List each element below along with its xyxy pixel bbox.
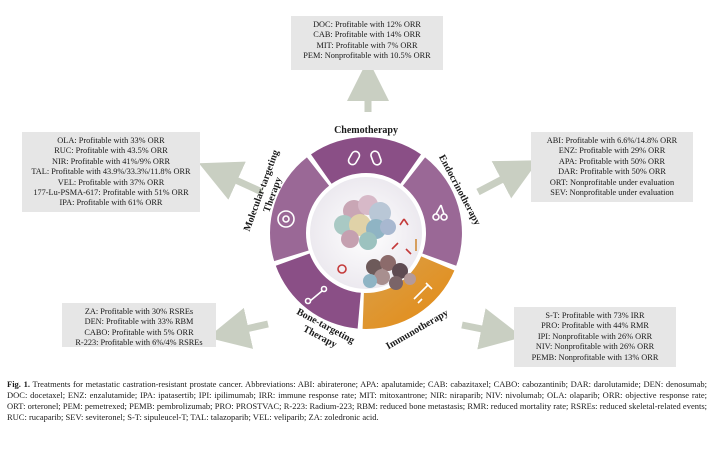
box-line: ZA: Profitable with 30% RSREs (84, 307, 194, 316)
caption-text: Treatments for metastatic castration-res… (7, 379, 707, 422)
box-line: NIR: Profitable with 41%/9% ORR (52, 156, 170, 166)
pill-icon-center (391, 242, 399, 250)
bone-icon (304, 285, 328, 305)
box-line: IPA: Profitable with 61% ORR (59, 198, 163, 208)
segment-immunotherapy (362, 256, 455, 329)
scissors-icon (432, 204, 448, 221)
box-line: CABO: Profitable with 5% ORR (84, 327, 194, 337)
target-icon-center (337, 264, 347, 274)
arrow-endocrinotherapy (476, 160, 539, 199)
box-line: MIT: Profitable with 7% ORR (316, 40, 418, 50)
protein-cluster-bottom (363, 255, 416, 290)
segment-endocrinotherapy (402, 157, 462, 266)
box-line: VEL: Profitable with 37% ORR (57, 177, 165, 187)
box-line: PEMB: Nonprofitable with 13% ORR (531, 352, 659, 362)
protein-cluster-top (334, 195, 396, 250)
box-line: OLA: Profitable with 33% ORR (57, 136, 165, 145)
box-line: APA: Profitable with 50% ORR (558, 156, 666, 166)
box-line: CAB: Profitable with 14% ORR (313, 30, 421, 40)
box-line: DEN: Profitable with 33% RBM (84, 317, 194, 327)
segment-chemotherapy (311, 137, 421, 184)
segment-icons (277, 150, 448, 305)
box-line: PEM: Nonprofitable with 10.5% ORR (303, 51, 431, 61)
drug-icons-center (337, 218, 417, 274)
box-line: DAR: Profitable with 50% ORR (558, 167, 666, 177)
scissors-icon-center (399, 218, 409, 226)
segment-molecular-targeting (270, 157, 330, 262)
box-line: S-T: Profitable with 73% IRR (545, 311, 645, 320)
caption-label: Fig. 1. (7, 379, 30, 389)
box-line: R-223: Profitable with 6%/4% RSREs (75, 338, 203, 348)
figure-caption: Fig. 1. Treatments for metastatic castra… (7, 379, 707, 423)
segment-bone-targeting (275, 253, 361, 329)
label-chemotherapy: Chemotherapy (334, 125, 398, 136)
box-line: ORT: Nonprofitable under evaluation (549, 177, 675, 187)
box-line: PRO: Profitable with 44% RMR (541, 321, 649, 331)
target-icon (277, 210, 295, 228)
box-line: ENZ: Profitable with 29% ORR (558, 146, 666, 156)
treatment-wheel-diagram: Chemotherapy Endocrinotherapy Immunother… (198, 59, 539, 352)
endocrinotherapy-drug-box: ABI: Profitable with 6.6%/14.8% ORR ENZ:… (531, 132, 693, 202)
pill-icon (347, 150, 382, 166)
arrow-molecular (198, 161, 264, 200)
molecular-targeting-drug-box: OLA: Profitable with 33% ORR RUC: Profit… (22, 132, 200, 212)
arrow-immunotherapy (461, 308, 523, 350)
immunotherapy-drug-box: S-T: Profitable with 73% IRR PRO: Profit… (514, 307, 676, 367)
box-line: RUC: Profitable with 43.5% ORR (54, 146, 168, 156)
bone-targeting-drug-box: ZA: Profitable with 30% RSREs DEN: Profi… (62, 303, 216, 347)
box-line: 177-Lu-PSMA-617: Profitable with 51% ORR (33, 188, 189, 198)
chemotherapy-drug-box: DOC: Profitable with 12% ORR CAB: Profit… (291, 16, 443, 70)
box-line: ABI: Profitable with 6.6%/14.8% ORR (546, 136, 678, 145)
syringe-icon (413, 282, 433, 304)
box-line: SEV: Nonprofitable under evaluation (550, 188, 674, 198)
box-line: TAL: Profitable with 43.9%/33.3%/11.8% O… (31, 167, 191, 177)
arrow-bone-targeting (207, 307, 269, 349)
syringe-icon-center (405, 248, 412, 255)
box-line: IPI: Nonprofitable with 26% ORR (537, 331, 653, 341)
box-line: DOC: Profitable with 12% ORR (313, 20, 421, 29)
wheel: Chemotherapy Endocrinotherapy Immunother… (242, 125, 483, 352)
box-line: NIV: Nonprofitable with 26% ORR (535, 342, 655, 352)
arrows (198, 59, 539, 350)
